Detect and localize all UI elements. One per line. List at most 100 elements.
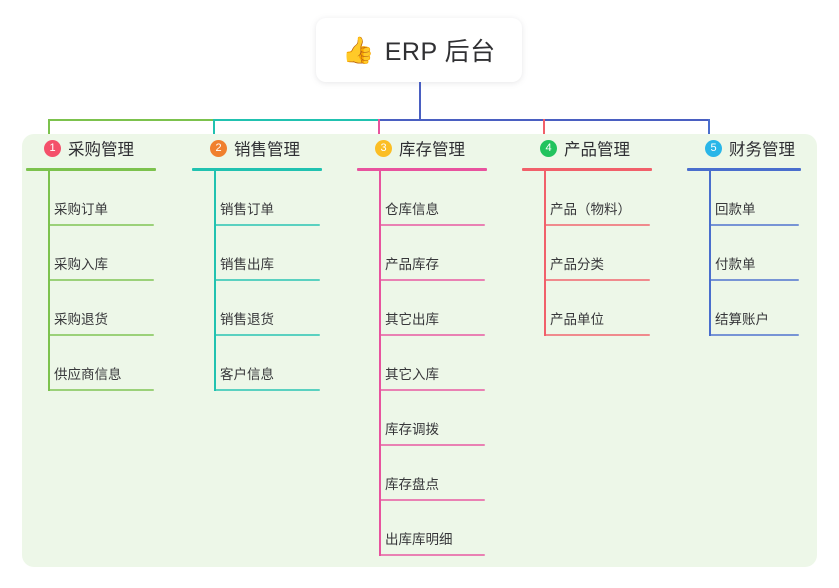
list-item-label: 供应商信息	[54, 367, 122, 382]
column-item-list-2: 销售订单销售出库销售退货客户信息	[188, 171, 336, 391]
column-spine-1	[48, 171, 50, 391]
list-item-label: 付款单	[715, 257, 756, 272]
list-item[interactable]: 产品单位	[518, 281, 666, 336]
list-item[interactable]: 付款单	[683, 226, 815, 281]
list-item[interactable]: 其它出库	[353, 281, 501, 336]
list-item[interactable]: 采购订单	[22, 171, 170, 226]
list-item-rule	[379, 444, 485, 446]
list-item-label: 销售订单	[220, 202, 274, 217]
list-item[interactable]: 采购退货	[22, 281, 170, 336]
list-item-label: 销售出库	[220, 257, 274, 272]
list-item-rule	[379, 554, 485, 556]
list-item-label: 产品（物料）	[550, 202, 631, 217]
list-item-rule	[214, 279, 320, 281]
list-item[interactable]: 结算账户	[683, 281, 815, 336]
list-item-rule	[709, 224, 799, 226]
bar-segment-2	[213, 119, 380, 121]
list-item[interactable]: 销售出库	[188, 226, 336, 281]
column-header-2[interactable]: 2 销售管理	[188, 134, 336, 162]
column-badge-5: 5	[705, 139, 722, 157]
list-item-label: 产品库存	[385, 257, 439, 272]
column-spine-4	[544, 171, 546, 336]
list-item-label: 客户信息	[220, 367, 274, 382]
column-rule-3	[357, 168, 487, 171]
list-item[interactable]: 产品分类	[518, 226, 666, 281]
list-item[interactable]: 其它入库	[353, 336, 501, 391]
list-item-label: 出库库明细	[385, 532, 453, 547]
list-item-rule	[379, 389, 485, 391]
list-item[interactable]: 产品库存	[353, 226, 501, 281]
list-item-rule	[709, 334, 799, 336]
list-item[interactable]: 仓库信息	[353, 171, 501, 226]
list-item-rule	[544, 334, 650, 336]
column-4: 4 产品管理产品（物料） 产品分类产品单位	[518, 134, 666, 336]
column-title-3: 库存管理	[399, 141, 465, 159]
list-item-label: 采购订单	[54, 202, 108, 217]
column-header-3[interactable]: 3 库存管理	[353, 134, 501, 162]
list-item[interactable]: 库存盘点	[353, 446, 501, 501]
page-title: ERP 后台	[384, 38, 496, 66]
column-1: 1 采购管理采购订单采购入库采购退货供应商信息	[22, 134, 170, 391]
list-item[interactable]: 供应商信息	[22, 336, 170, 391]
thumbs-up-icon: 👍	[342, 35, 375, 65]
list-item-label: 产品单位	[550, 312, 604, 327]
column-title-5: 财务管理	[729, 141, 795, 159]
column-badge-2: 2	[210, 139, 227, 157]
list-item[interactable]: 客户信息	[188, 336, 336, 391]
column-spine-3	[379, 171, 381, 556]
column-2: 2 销售管理销售订单销售出库销售退货客户信息	[188, 134, 336, 391]
column-spine-5	[709, 171, 711, 336]
root-title-card[interactable]: 👍 ERP 后台	[316, 18, 522, 82]
list-item-rule	[48, 334, 154, 336]
list-item-label: 采购退货	[54, 312, 108, 327]
mindmap-panel: 1 采购管理采购订单采购入库采购退货供应商信息 2 销售管理销售订单销售出库销售退货客…	[22, 134, 817, 567]
column-rule-2	[192, 168, 322, 171]
list-item-rule	[544, 279, 650, 281]
list-item-label: 销售退货	[220, 312, 274, 327]
list-item[interactable]: 采购入库	[22, 226, 170, 281]
list-item-label: 仓库信息	[385, 202, 439, 217]
list-item-label: 库存调拨	[385, 422, 439, 437]
column-badge-1: 1	[44, 139, 61, 157]
column-rule-1	[26, 168, 156, 171]
column-rule-4	[522, 168, 652, 171]
list-item[interactable]: 销售订单	[188, 171, 336, 226]
list-item[interactable]: 产品（物料）	[518, 171, 666, 226]
list-item-rule	[48, 389, 154, 391]
column-title-4: 产品管理	[564, 141, 630, 159]
column-3: 3 库存管理仓库信息产品库存其它出库其它入库库存调拨库存盘点出库库明细	[353, 134, 501, 556]
list-item-label: 其它入库	[385, 367, 439, 382]
list-item-label: 库存盘点	[385, 477, 439, 492]
list-item-label: 产品分类	[550, 257, 604, 272]
column-title-1: 采购管理	[68, 141, 134, 159]
column-spine-2	[214, 171, 216, 391]
list-item[interactable]: 回款单	[683, 171, 815, 226]
list-item-rule	[48, 279, 154, 281]
column-badge-4: 4	[540, 139, 557, 157]
column-item-list-3: 仓库信息产品库存其它出库其它入库库存调拨库存盘点出库库明细	[353, 171, 501, 556]
list-item-rule	[214, 224, 320, 226]
list-item[interactable]: 库存调拨	[353, 391, 501, 446]
column-badge-3: 3	[375, 139, 392, 157]
list-item-rule	[214, 334, 320, 336]
column-item-list-5: 回款单付款单结算账户	[683, 171, 815, 336]
column-header-5[interactable]: 5 财务管理	[683, 134, 815, 162]
list-item-rule	[544, 224, 650, 226]
list-item-rule	[709, 279, 799, 281]
trunk-line	[419, 82, 421, 121]
list-item-rule	[48, 224, 154, 226]
list-item-rule	[379, 279, 485, 281]
column-header-1[interactable]: 1 采购管理	[22, 134, 170, 162]
list-item[interactable]: 出库库明细	[353, 501, 501, 556]
list-item-label: 采购入库	[54, 257, 108, 272]
list-item[interactable]: 销售退货	[188, 281, 336, 336]
column-rule-5	[687, 168, 801, 171]
column-title-2: 销售管理	[234, 141, 300, 159]
list-item-label: 结算账户	[715, 312, 769, 327]
column-item-list-4: 产品（物料） 产品分类产品单位	[518, 171, 666, 336]
list-item-rule	[379, 499, 485, 501]
column-header-4[interactable]: 4 产品管理	[518, 134, 666, 162]
list-item-label: 回款单	[715, 202, 756, 217]
column-5: 5 财务管理回款单付款单结算账户	[683, 134, 815, 336]
bar-segment-1	[48, 119, 215, 121]
